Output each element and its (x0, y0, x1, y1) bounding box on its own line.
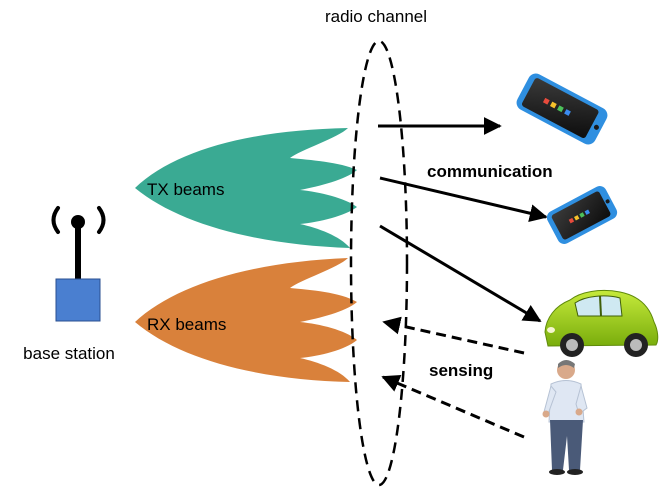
communication-label: communication (427, 162, 553, 181)
sensing-arrow-person (381, 375, 525, 439)
radio-channel-label: radio channel (325, 7, 427, 26)
tx-beams (135, 128, 357, 248)
base-station-label: base station (23, 344, 115, 363)
car-icon (544, 289, 659, 357)
sensing-arrow-car (382, 316, 525, 355)
base-station-icon (51, 206, 106, 322)
comm-arrow-car (379, 224, 542, 323)
rx-beams (135, 258, 357, 382)
tx-beams-label: TX beams (147, 180, 224, 199)
smartphone-icon (516, 73, 608, 145)
radio-channel-ellipse (349, 39, 409, 487)
sensing-label: sensing (429, 361, 493, 380)
rx-beams-label: RX beams (147, 315, 226, 334)
smartphone-icon (546, 186, 618, 244)
person-icon (542, 360, 588, 475)
comm-arrow-phone-2 (379, 176, 548, 223)
